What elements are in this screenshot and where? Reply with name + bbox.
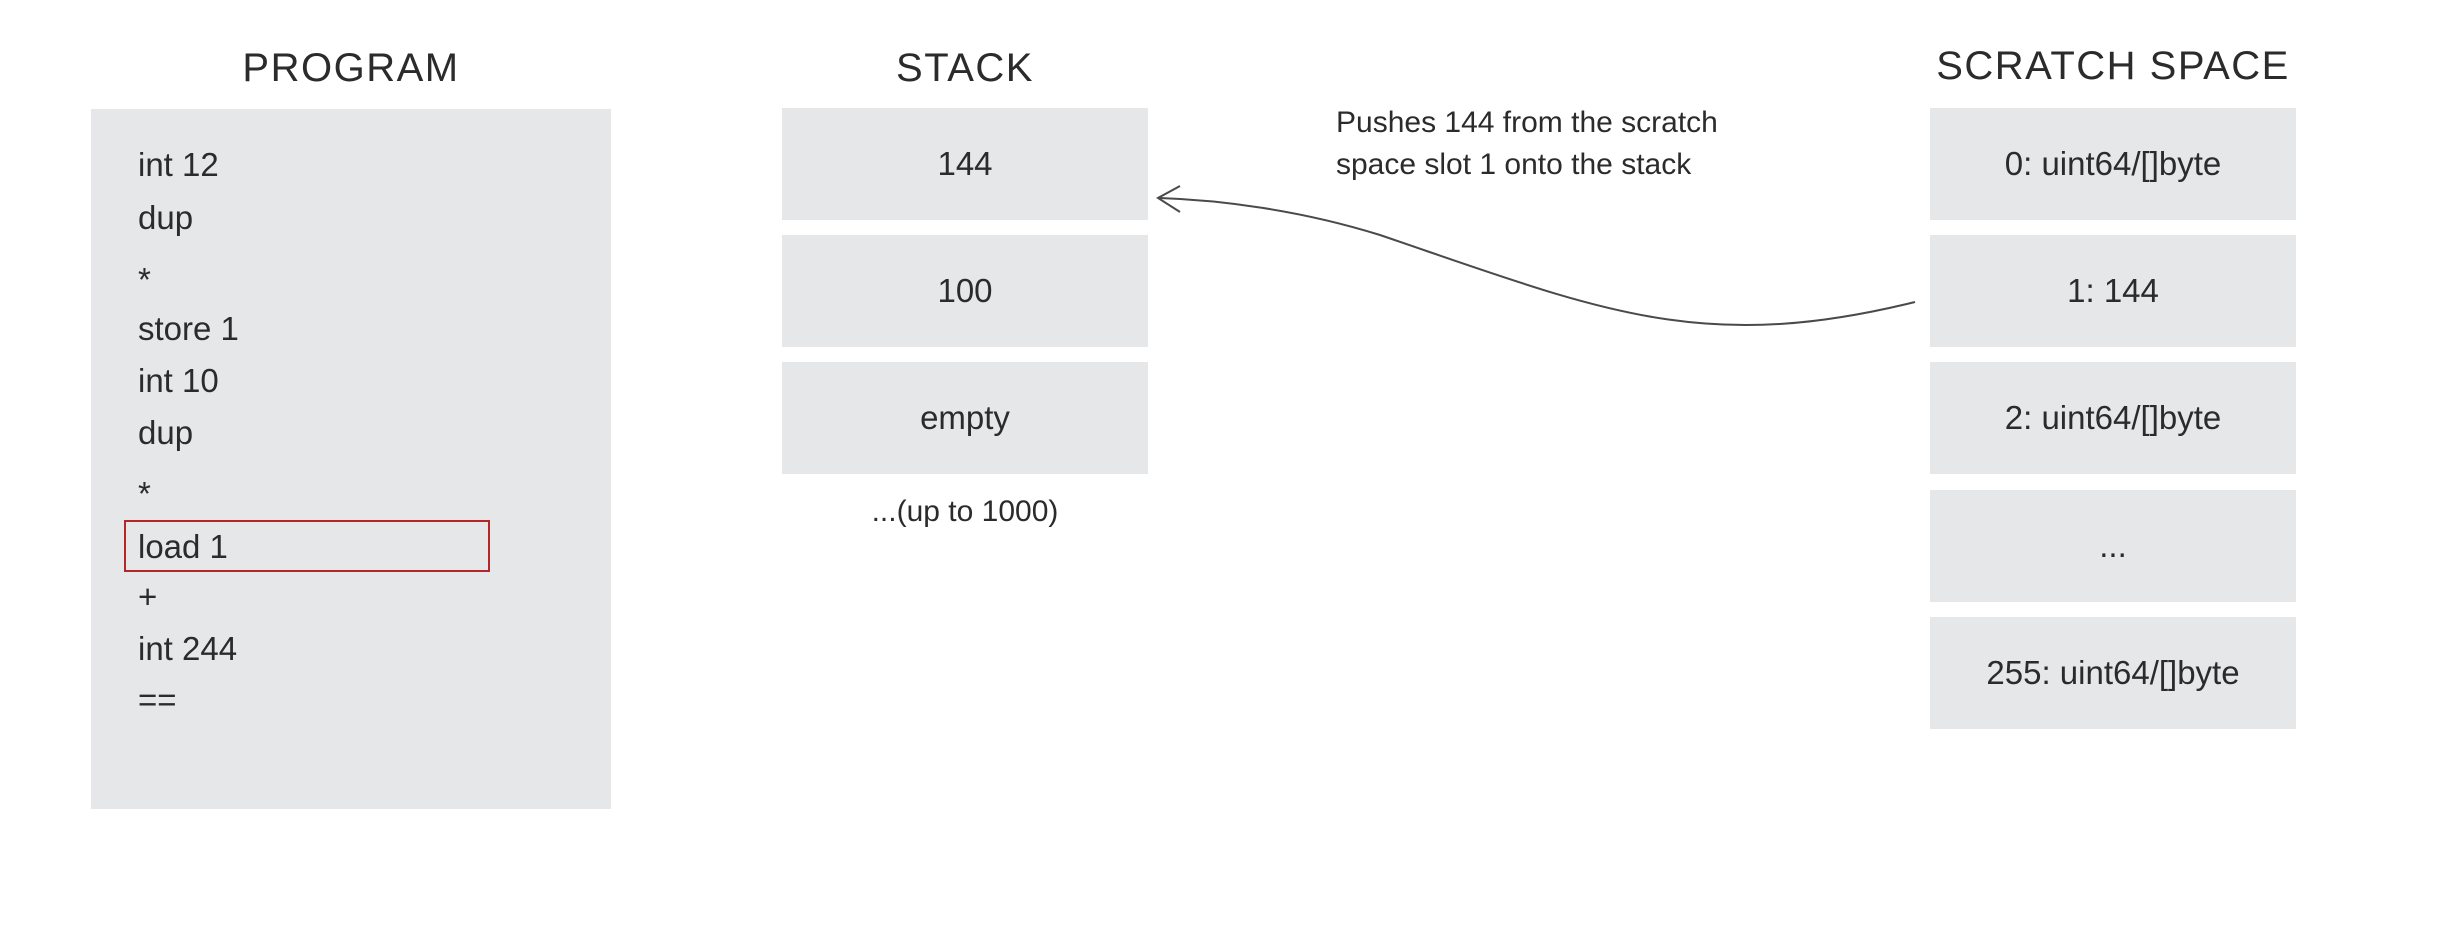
scratch-heading: SCRATCH SPACE (1936, 44, 2290, 88)
program-line: dup (138, 414, 194, 451)
annotation-line-2: space slot 1 onto the stack (1336, 148, 1692, 181)
annotation-text: Pushes 144 from the scratch space slot 1… (1336, 102, 1718, 186)
program-line: store 1 (138, 310, 239, 347)
program-line: int 12 (138, 146, 219, 183)
program-line: * (138, 261, 151, 298)
scratch-slot: 255: uint64/[]byte (1930, 617, 2296, 729)
stack-heading: STACK (896, 46, 1034, 90)
scratch-slot: ... (1930, 490, 2296, 602)
program-line: int 244 (138, 630, 238, 667)
program-line-highlighted: load 1 (138, 528, 228, 565)
scratch-slot: 0: uint64/[]byte (1930, 108, 2296, 220)
program-panel: int 12 dup * store 1 int 10 dup * load 1… (91, 109, 611, 809)
program-line: * (138, 475, 151, 512)
stack-cell: empty (782, 362, 1148, 474)
program-line: + (138, 578, 158, 615)
arrow-curve (1159, 197, 1916, 327)
scratch-slot: 1: 144 (1930, 235, 2296, 347)
scratch-slot: 2: uint64/[]byte (1930, 362, 2296, 474)
program-line: dup (138, 199, 194, 236)
program-heading: PROGRAM (242, 46, 460, 90)
stack-cell: 144 (782, 108, 1148, 220)
program-line: int 10 (138, 362, 219, 399)
annotation-line-1: Pushes 144 from the scratch (1336, 106, 1718, 139)
program-line: == (138, 681, 177, 718)
arrow-head (1156, 185, 1181, 213)
current-instruction-highlight (124, 520, 490, 572)
stack-cell: 100 (782, 235, 1148, 347)
stack-capacity-note: ...(up to 1000) (871, 495, 1059, 528)
